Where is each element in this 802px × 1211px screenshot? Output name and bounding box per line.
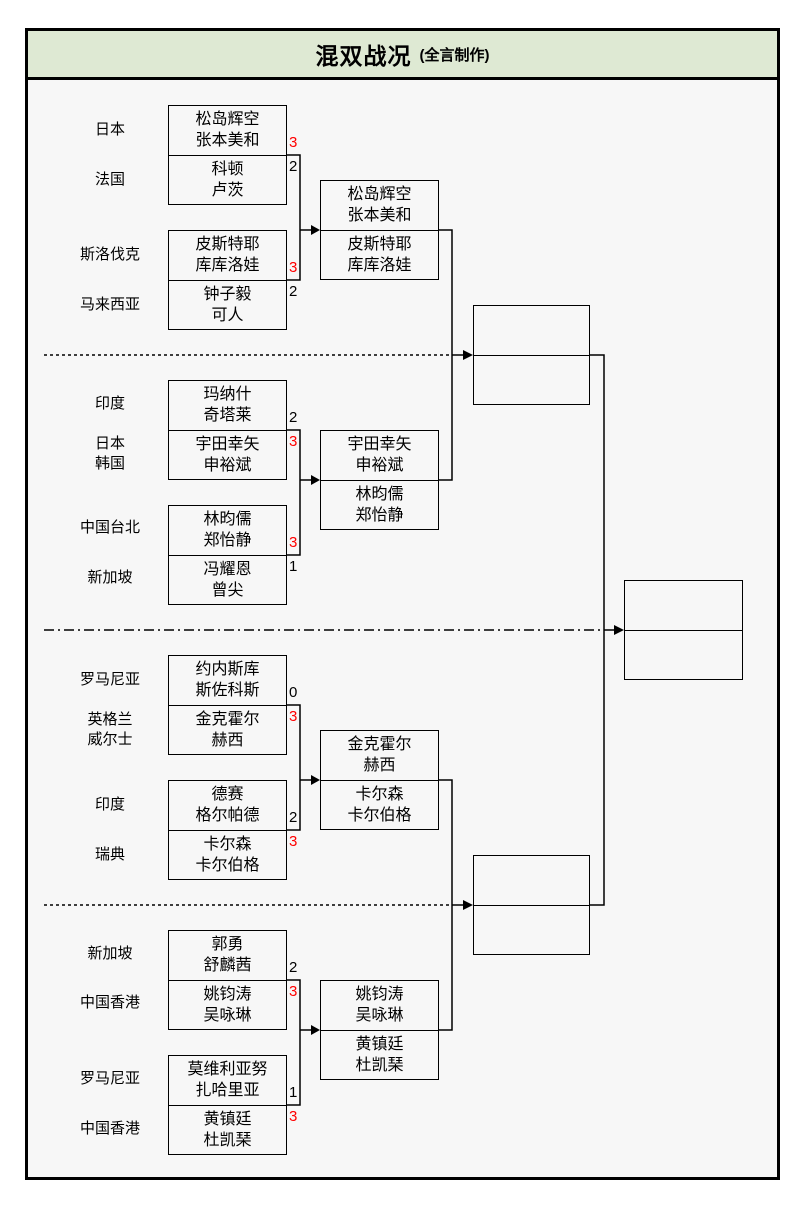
team-players: 卡尔森 卡尔伯格	[195, 835, 260, 874]
team-players: 约内斯库 斯佐科斯	[169, 656, 286, 706]
team-players: 黄镇廷 杜凯琹	[355, 1035, 404, 1074]
team-players: 玛纳什 奇塔莱	[169, 381, 286, 431]
score-value: 0	[289, 684, 298, 701]
country-label: 日本 韩国	[94, 435, 125, 472]
country-label: 马来西亚	[79, 296, 140, 313]
team-players: 冯耀恩 曾尖	[203, 560, 252, 599]
score-value: 2	[289, 158, 298, 175]
country-label: 中国香港	[79, 994, 140, 1011]
match-box: 莫维利亚努 扎哈里亚 黄镇廷 杜凯琹	[168, 1055, 287, 1155]
country-label: 英格兰 威尔士	[87, 711, 133, 748]
winner-box: 姚钧涛 吴咏琳 黄镇廷 杜凯琹	[320, 980, 439, 1080]
team-players: 金克霍尔 赫西	[321, 731, 438, 781]
score-value: 3	[289, 534, 298, 551]
team-players: 金克霍尔 赫西	[195, 710, 260, 749]
match-box: 皮斯特耶 库库洛娃 钟子毅 可人	[168, 230, 287, 330]
score-value: 3	[289, 833, 298, 850]
match-box: 德赛 格尔帕德 卡尔森 卡尔伯格	[168, 780, 287, 880]
country-label: 中国香港	[79, 1120, 140, 1137]
country-label: 新加坡	[87, 569, 133, 586]
semifinal-box	[473, 305, 590, 405]
match-box: 约内斯库 斯佐科斯 金克霍尔 赫西	[168, 655, 287, 755]
team-players: 松岛辉空 张本美和	[321, 181, 438, 231]
team-players: 松岛辉空 张本美和	[169, 106, 286, 156]
score-value: 3	[289, 259, 298, 276]
score-value: 1	[289, 1084, 298, 1101]
country-label: 日本	[94, 121, 125, 138]
team-players: 皮斯特耶 库库洛娃	[347, 235, 412, 274]
team-players: 钟子毅 可人	[203, 285, 252, 324]
team-players: 德赛 格尔帕德	[169, 781, 286, 831]
score-value: 3	[289, 983, 298, 1000]
final-box	[624, 580, 743, 680]
score-value: 2	[289, 409, 298, 426]
score-value: 2	[289, 809, 298, 826]
bracket-frame: 混双战况 (全言制作)	[25, 28, 780, 1180]
country-label: 罗马尼亚	[79, 1070, 140, 1087]
team-players	[474, 306, 589, 356]
team-players: 郭勇 舒麟茜	[169, 931, 286, 981]
team-players: 黄镇廷 杜凯琹	[203, 1110, 252, 1149]
country-label: 斯洛伐克	[79, 246, 140, 263]
title-credit: (全言制作)	[419, 46, 490, 64]
country-label: 罗马尼亚	[79, 671, 140, 688]
country-label: 法国	[94, 171, 125, 188]
team-players: 卡尔森 卡尔伯格	[347, 785, 412, 824]
winner-box: 宇田幸矢 申裕斌 林昀儒 郑怡静	[320, 430, 439, 530]
team-players	[474, 906, 589, 955]
team-players	[474, 356, 589, 405]
score-value: 1	[289, 558, 298, 575]
semifinal-box	[473, 855, 590, 955]
country-label: 新加坡	[87, 945, 133, 962]
team-players	[474, 856, 589, 906]
team-players: 皮斯特耶 库库洛娃	[169, 231, 286, 281]
country-label: 印度	[94, 395, 125, 412]
title-bar: 混双战况 (全言制作)	[28, 31, 777, 80]
team-players: 宇田幸矢 申裕斌	[321, 431, 438, 481]
winner-box: 松岛辉空 张本美和 皮斯特耶 库库洛娃	[320, 180, 439, 280]
match-box: 松岛辉空 张本美和 科顿 卢茨	[168, 105, 287, 205]
team-players: 姚钧涛 吴咏琳	[321, 981, 438, 1031]
match-box: 郭勇 舒麟茜 姚钧涛 吴咏琳	[168, 930, 287, 1030]
team-players: 科顿 卢茨	[211, 160, 244, 199]
winner-box: 金克霍尔 赫西 卡尔森 卡尔伯格	[320, 730, 439, 830]
score-value: 3	[289, 708, 298, 725]
team-players: 莫维利亚努 扎哈里亚	[169, 1056, 286, 1106]
team-players: 林昀儒 郑怡静	[355, 485, 404, 524]
team-players	[625, 581, 742, 631]
score-value: 3	[289, 134, 298, 151]
score-value: 3	[289, 1108, 298, 1125]
team-players: 林昀儒 郑怡静	[169, 506, 286, 556]
page-title: 混双战况	[315, 43, 412, 69]
team-players: 姚钧涛 吴咏琳	[203, 985, 252, 1024]
score-value: 2	[289, 959, 298, 976]
country-label: 瑞典	[94, 846, 125, 863]
country-label: 印度	[94, 796, 125, 813]
score-value: 2	[289, 283, 298, 300]
team-players	[625, 631, 742, 680]
match-box: 玛纳什 奇塔莱 宇田幸矢 申裕斌	[168, 380, 287, 480]
team-players: 宇田幸矢 申裕斌	[195, 435, 260, 474]
match-box: 林昀儒 郑怡静 冯耀恩 曾尖	[168, 505, 287, 605]
score-value: 3	[289, 433, 298, 450]
country-label: 中国台北	[79, 519, 140, 536]
